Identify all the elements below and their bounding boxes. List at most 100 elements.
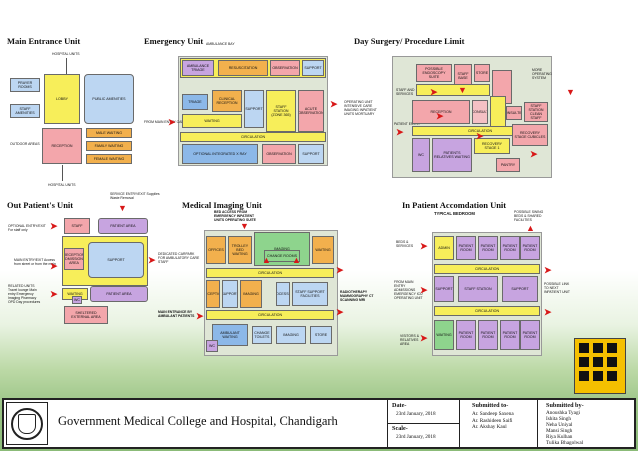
arrow-right-icon: ➤ bbox=[530, 149, 538, 159]
legend-stretcher-icon bbox=[593, 357, 603, 367]
arrow-right-icon: ➤ bbox=[148, 255, 156, 265]
main-entrance-title: Main Entrance Unit bbox=[7, 36, 81, 46]
arrow-right-icon: ➤ bbox=[430, 87, 438, 97]
out-patient-title: Out Patient's Unit bbox=[7, 200, 74, 210]
project-title: Government Medical College and Hospital,… bbox=[58, 414, 338, 428]
recovery-stage-1-box: RECOVERY STAGE 1 bbox=[474, 138, 510, 154]
label-staff-services: STAFF AND SERVICES bbox=[396, 88, 415, 96]
arrow-right-icon: ➤ bbox=[336, 307, 344, 317]
arrow-right-icon: ➤ bbox=[420, 285, 428, 295]
patient-area-bottom-box: PATIENT AREA bbox=[90, 286, 148, 302]
emblem-seal-icon bbox=[11, 407, 43, 440]
staff-base-box: STAFF BASE bbox=[454, 64, 472, 88]
support-side-box: SUPPORT bbox=[244, 90, 264, 128]
support-box: SUPPORT bbox=[222, 280, 238, 308]
possible-endoscopy-box: POSSIBLE ENDOSCOPY SUITE bbox=[416, 64, 452, 82]
label-typical-bedroom: TYPICAL BEDROOM bbox=[434, 211, 475, 216]
legend-panel bbox=[574, 338, 626, 394]
support-box: SUPPORT bbox=[302, 60, 324, 76]
staff-support-box: STAFF SUPPORT FACILITIES bbox=[292, 282, 328, 306]
observation-box: OBSERVATION bbox=[270, 60, 300, 76]
arrow-right-icon: ➤ bbox=[396, 127, 404, 137]
patient-room-2: PATIENT ROOM bbox=[478, 236, 498, 260]
submitted-by-4: Mansi Singh bbox=[546, 428, 573, 434]
support-box: SUPPORT bbox=[434, 276, 454, 302]
pantry-box: PANTRY bbox=[496, 158, 520, 172]
wc-box: WC bbox=[206, 340, 218, 352]
imaging-bottom-box: IMAGING bbox=[276, 326, 306, 344]
label-operating-unit: OPERATING UNIT INTENSIVE CARE IMAGING IN… bbox=[344, 100, 377, 116]
day-surgery-title: Day Surgery/ Procedure Limit bbox=[354, 36, 465, 46]
arrow-right-icon: ➤ bbox=[50, 289, 58, 299]
in-patient-title: In Patient Accomdation Unit bbox=[402, 200, 507, 210]
circulation-bottom: CIRCULATION bbox=[434, 306, 540, 316]
patient-room-8: PATIENT ROOM bbox=[520, 320, 540, 350]
reception-box: RECEPTION ADMISSIONS AREA bbox=[64, 248, 84, 270]
arrow-down-icon: ▼ bbox=[240, 221, 249, 231]
processing-box: PROCESSING bbox=[276, 282, 290, 306]
label-patient-entry: PATIENT ENTRY bbox=[394, 122, 421, 126]
label-outdoor-areas: OUTDOOR AREAS bbox=[10, 142, 40, 146]
label-from-main-entry: FROM MAIN ENTRY CAMPUS bbox=[144, 120, 192, 124]
consult-box: CONSULT bbox=[472, 100, 488, 124]
sheltered-area-box: SHELTERED EXTERNAL AREA bbox=[64, 306, 108, 324]
label-related-units: RELATED UNITS Travel lounge Main entry E… bbox=[8, 284, 41, 304]
waiting-box: WAITING bbox=[312, 236, 334, 264]
label-radiotherapy: RADIOTHERAPY MAMMOGRAPHY CT SCANNING MRI bbox=[340, 290, 374, 302]
submitted-by-6: Tulika Bhagolwal bbox=[546, 440, 584, 446]
family-waiting-box: FAMILY WAITING bbox=[86, 141, 132, 151]
submitted-to-2: Ar. Rashideen Saifi bbox=[472, 417, 513, 424]
arrow-up-icon: ▲ bbox=[262, 255, 271, 265]
label-from-main-entrance: FROM MAIN ENTRY ADMISSIONS EMERGENCY ICU… bbox=[394, 280, 423, 300]
patient-area-box: PATIENT AREA bbox=[98, 218, 148, 234]
arrow-right-icon: ➤ bbox=[436, 111, 444, 121]
consulting-box: CONSULTING bbox=[506, 106, 522, 120]
imaging-mid-box: IMAGING bbox=[240, 280, 262, 308]
waiting-box: WAITING bbox=[182, 114, 242, 128]
legend-wheelchair-icon bbox=[579, 357, 589, 367]
label-more-operating: MORE OPERATING SYSTEM bbox=[532, 68, 552, 80]
patient-room-4: PATIENT ROOM bbox=[520, 236, 540, 260]
submitted-by-1: Anoushka Tyagi bbox=[546, 410, 580, 416]
arrow-down-icon: ▼ bbox=[458, 85, 467, 95]
arrow-right-icon: ➤ bbox=[330, 99, 338, 109]
label-main-entrance: MAIN ENTRANCE BY AMBULANT PATIENTS bbox=[158, 310, 195, 318]
circulation-top: CIRCULATION bbox=[206, 268, 334, 278]
submitted-to-cell: Submitted to- Ar. Sandeep Saxena Ar. Ras… bbox=[459, 400, 537, 447]
legend-person-icon bbox=[579, 343, 589, 353]
label-beds-services: BEDS & SERVICES bbox=[396, 240, 414, 248]
arrow-right-icon: ➤ bbox=[50, 221, 58, 231]
offices-box: OFFICES bbox=[206, 236, 226, 264]
support-bottom-box: SUPPORT bbox=[298, 144, 324, 164]
male-waiting-box: MALE WAITING bbox=[86, 128, 132, 138]
legend-service-icon bbox=[593, 371, 603, 381]
staff-station-box: STAFF STATION bbox=[458, 276, 498, 302]
date-label: Date- bbox=[392, 402, 407, 409]
reception-box: RECEPTION bbox=[412, 100, 470, 124]
arrow-right-icon: ➤ bbox=[196, 311, 204, 321]
date-value: 23rd January, 2018 bbox=[396, 411, 436, 417]
arrow-down-icon: ▼ bbox=[118, 203, 127, 213]
lobby-box: LOBBY bbox=[44, 74, 80, 124]
optional-xray-box: OPTIONAL INTEGRATED X RAY bbox=[182, 144, 258, 164]
staff-station-box: STAFF STATION CLEAN STAFF bbox=[524, 102, 548, 122]
legend-staff-icon bbox=[607, 357, 617, 367]
arrow-right-icon: ➤ bbox=[476, 131, 484, 141]
label-main-entry: MAIN ENTRY/EXIT Access from street or fr… bbox=[14, 258, 56, 266]
label-possible-swing: POSSIBLE SWING BEDS & SHARED FACILITIES bbox=[514, 210, 544, 222]
clinical-reception-box: CLINICAL RECEPTION bbox=[212, 90, 242, 112]
circulation-bottom: CIRCULATION bbox=[206, 310, 334, 320]
divider bbox=[388, 423, 460, 424]
label-hospital-units-bottom: HOSPITAL UNITS bbox=[48, 183, 76, 187]
date-scale-cell: Date- 23rd January, 2018 Scale- 23rd Jan… bbox=[387, 400, 460, 447]
arrow-right-icon: ➤ bbox=[544, 307, 552, 317]
label-possible-link: POSSIBLE LINK TO NEXT INPATIENT UNIT bbox=[544, 282, 570, 294]
wc-box: WC bbox=[72, 296, 82, 304]
label-bed-access: BED ACCESS FROM EMERGENCY INPATIENT UNIT… bbox=[214, 210, 256, 222]
legend-car-icon bbox=[593, 343, 603, 353]
circulation-top bbox=[416, 84, 490, 96]
submitted-to-3: Ar. Akshay Kaul bbox=[472, 424, 507, 430]
arrow-right-icon: ➤ bbox=[50, 261, 58, 271]
reception-box: RECEPTION bbox=[206, 280, 220, 308]
